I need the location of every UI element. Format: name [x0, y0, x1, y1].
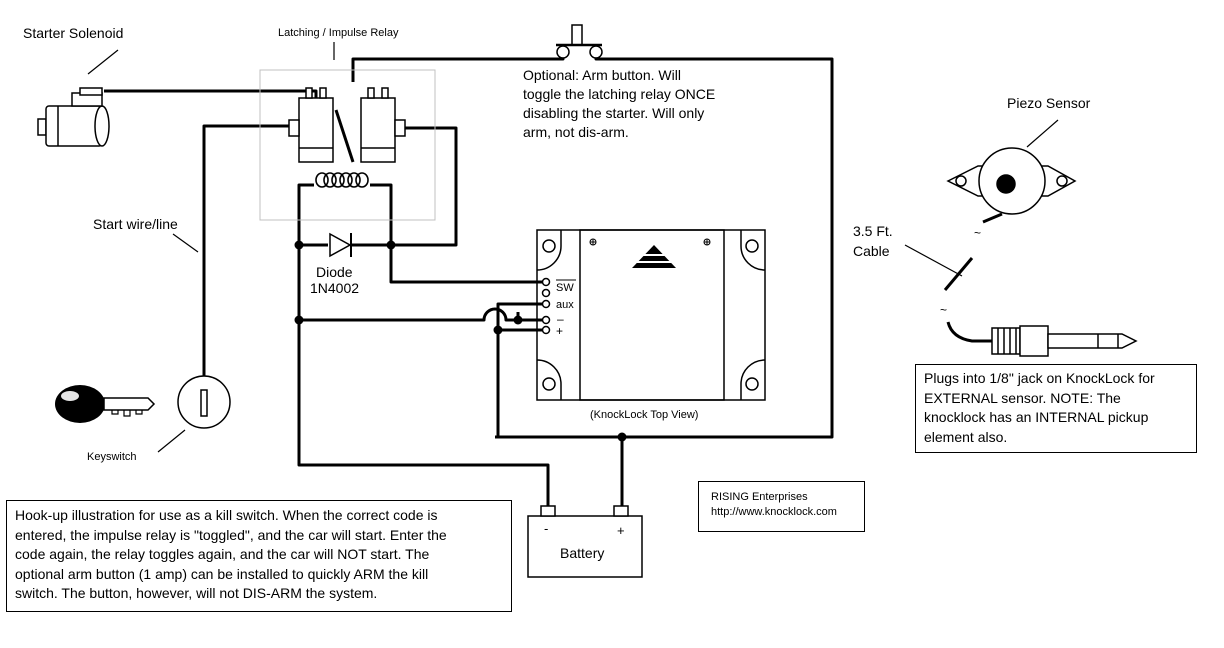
keyswitch-label: Keyswitch	[87, 451, 137, 463]
starter-solenoid-icon	[37, 87, 110, 147]
terminal-plus-label: +	[556, 324, 563, 338]
note-line-3: code again, the relay toggles again, and…	[15, 546, 430, 562]
diode-part-label: 1N4002	[310, 280, 359, 296]
start-wire-label: Start wire/line	[93, 216, 178, 232]
knocklock-view-label: (KnockLock Top View)	[590, 409, 698, 421]
company-name: RISING Enterprises	[711, 491, 808, 503]
battery-pos-label: +	[617, 523, 625, 538]
battery-label: Battery	[560, 545, 604, 561]
knocklock-module-icon	[536, 229, 766, 401]
arm-button-note-line-4: arm, not dis-arm.	[523, 124, 629, 140]
company-info-box: RISING Enterprises http://www.knocklock.…	[698, 481, 865, 532]
wire-relay-right	[391, 126, 458, 247]
relay-label: Latching / Impulse Relay	[278, 27, 399, 39]
arm-button-icon	[556, 24, 603, 59]
cable-break-mark-2: ~	[940, 303, 947, 317]
cable-break-mark-1: ~	[974, 226, 981, 240]
note-line-4: optional arm button (1 amp) can be insta…	[15, 565, 429, 582]
starter-solenoid-label: Starter Solenoid	[23, 25, 123, 41]
arm-button-note-line-3: disabling the starter. Will only	[523, 105, 704, 121]
note-line-2: entered, the impulse relay is "toggled",…	[15, 526, 447, 543]
keyswitch-icon	[55, 375, 231, 429]
knocklock-logo-icon	[632, 245, 676, 268]
wire-start-line	[202, 124, 291, 382]
arm-button-note-line-2: toggle the latching relay ONCE	[523, 86, 715, 102]
jack-plug-icon	[991, 325, 1138, 357]
plug-note-line-3: knocklock has an INTERNAL pickup	[924, 409, 1149, 425]
latching-relay-icon	[259, 69, 436, 221]
relay-contact-arm	[334, 109, 355, 163]
diode-icon	[329, 232, 352, 258]
battery-neg-label: -	[544, 521, 548, 536]
wires	[104, 52, 834, 508]
plug-note-line-1: Plugs into 1/8" jack on KnockLock for	[924, 370, 1155, 386]
terminal-sw-label: SW	[556, 282, 574, 294]
wire-coil-right	[370, 183, 546, 284]
arm-button-note-line-1: Optional: Arm button. Will	[523, 67, 681, 83]
plug-note-line-2: EXTERNAL sensor. NOTE: The	[924, 389, 1121, 406]
wire-solenoid-to-relay	[104, 89, 318, 102]
plug-note-line-4: element also.	[924, 428, 1008, 445]
external-sensor-note-box: Plugs into 1/8" jack on KnockLock for EX…	[915, 364, 1197, 453]
terminal-minus-label: –	[557, 312, 564, 326]
junctions	[294, 240, 627, 442]
wire-coil-left	[297, 183, 550, 508]
company-url[interactable]: http://www.knocklock.com	[711, 506, 837, 518]
wire-ground	[299, 307, 546, 322]
kill-switch-note-box: Hook-up illustration for use as a kill s…	[6, 500, 512, 612]
terminal-aux-label: aux	[556, 299, 574, 311]
note-line-5: switch. The button, however, will not DI…	[15, 585, 378, 601]
diode-label: Diode	[316, 264, 353, 280]
note-line-1: Hook-up illustration for use as a kill s…	[15, 507, 438, 523]
knocklock-mount-icons	[589, 238, 711, 246]
piezo-sensor-icon	[946, 147, 1077, 215]
battery-icon	[527, 505, 643, 578]
piezo-sensor-label: Piezo Sensor	[1007, 95, 1091, 111]
cable-label-line-2: Cable	[853, 243, 890, 259]
cable-label-line-1: 3.5 Ft.	[853, 223, 893, 239]
wire-aux	[496, 302, 546, 437]
